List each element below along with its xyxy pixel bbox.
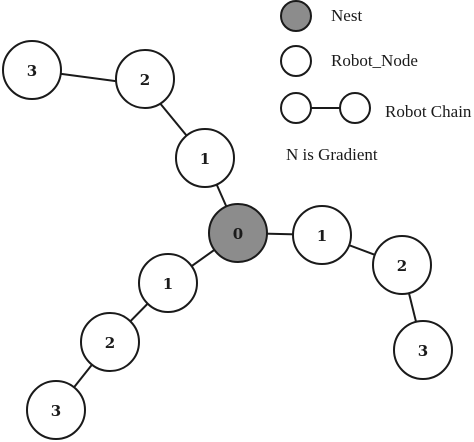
robot-node-up-1-label: 1 <box>200 150 210 168</box>
robot-node-up-3-label: 3 <box>27 62 37 80</box>
legend-nest-label: Nest <box>331 6 362 25</box>
robot-node-right-2: 2 <box>372 235 432 295</box>
robot-node-up-1: 1 <box>175 128 235 188</box>
robot-node-right-2-label: 2 <box>397 257 407 275</box>
robot-node-right-1-label: 1 <box>317 227 327 245</box>
legend-gradient-note: N is Gradient <box>286 145 378 164</box>
robot-node-up-3: 3 <box>2 40 62 100</box>
legend-robot-chain-label: Robot Chain <box>385 102 472 121</box>
robot-node-up-2: 2 <box>115 49 175 109</box>
robot-node-right-3-label: 3 <box>418 342 428 360</box>
robot-node-down-1-label: 1 <box>163 275 173 293</box>
nest-node-label: 0 <box>233 225 243 243</box>
legend-nest: Nest <box>280 0 362 32</box>
legend-robot-node: Robot_Node <box>280 45 418 77</box>
robot-node-down-2: 2 <box>80 312 140 372</box>
robot-node-right-1: 1 <box>292 205 352 265</box>
legend-robot-chain-symbol-left <box>280 92 312 124</box>
legend: Nest Robot_Node Robot Chain N is Gradien… <box>280 0 472 164</box>
legend-robot-node-label: Robot_Node <box>331 51 418 70</box>
legend-robot-chain-symbol-right <box>339 92 371 124</box>
robot-node-down-3: 3 <box>26 380 86 440</box>
nest-node: 0 <box>208 203 268 263</box>
legend-robot-chain: Robot Chain <box>280 92 472 124</box>
robot-node-right-3: 3 <box>393 320 453 380</box>
robot-node-up-2-label: 2 <box>140 71 150 89</box>
robot-node-down-2-label: 2 <box>105 334 115 352</box>
legend-nest-symbol <box>280 0 312 32</box>
legend-robot-node-symbol <box>280 45 312 77</box>
robot-node-down-3-label: 3 <box>51 402 61 420</box>
robot-node-down-1: 1 <box>138 253 198 313</box>
